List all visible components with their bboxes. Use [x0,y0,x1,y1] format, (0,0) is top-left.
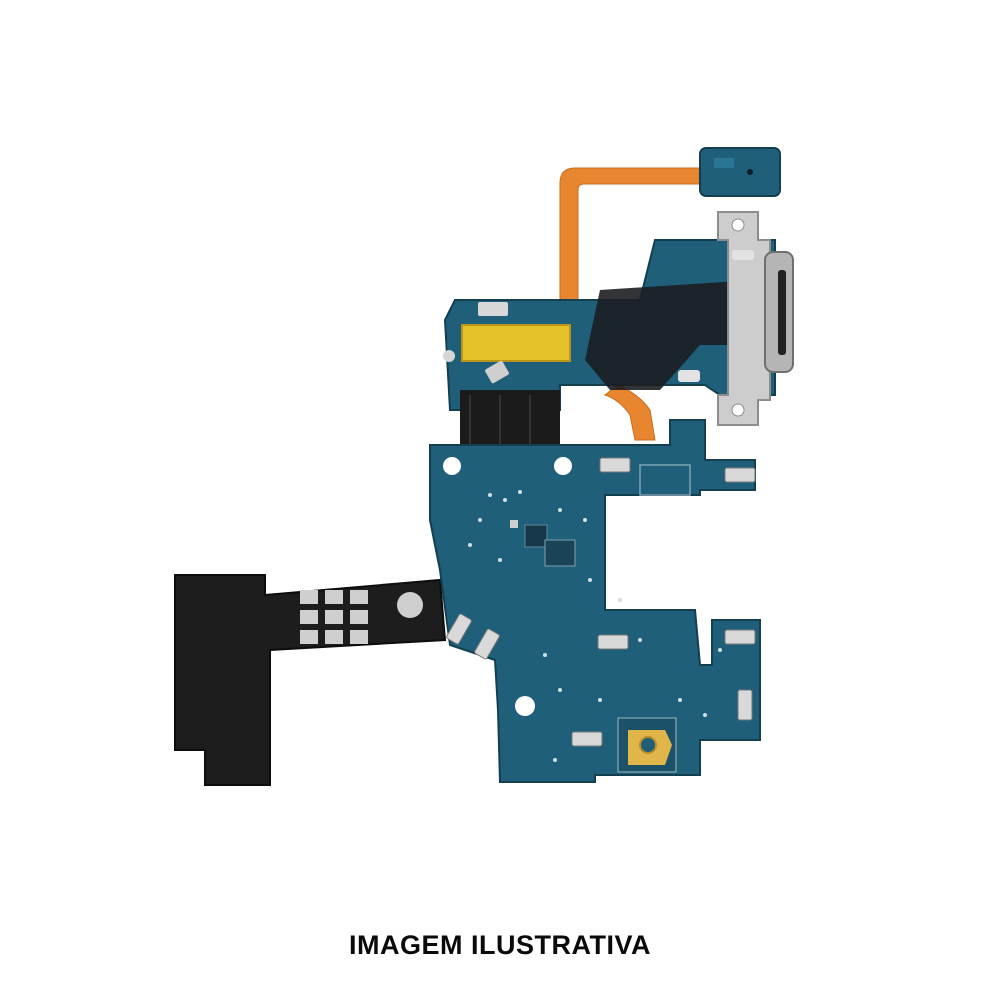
main-pcb [429,419,761,783]
orange-flex-cable [559,167,701,441]
black-flex-ribbon [460,390,560,450]
caption-label: IMAGEM ILUSTRATIVA [349,930,651,960]
upper-board [443,239,776,411]
usb-c-connector [678,211,794,426]
microphone-module [699,147,781,197]
left-flex-arm [174,574,447,786]
